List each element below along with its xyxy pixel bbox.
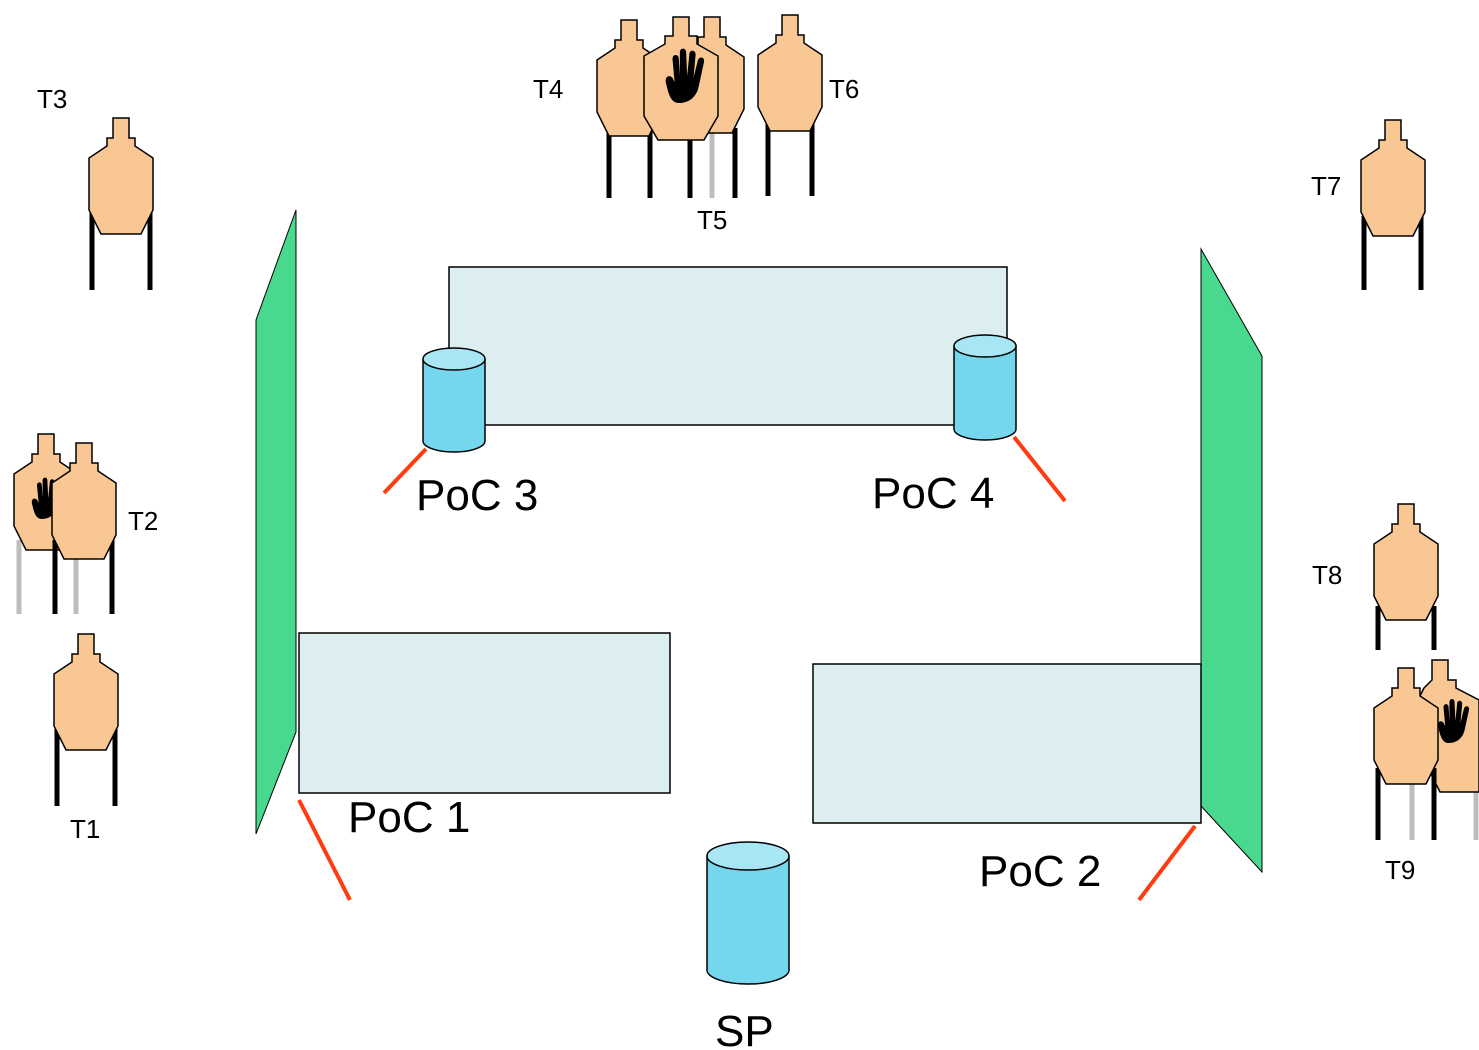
target-t7 xyxy=(1360,119,1426,290)
target-label-t3: T3 xyxy=(37,84,67,114)
target-t3 xyxy=(88,117,154,290)
barrel-start-position xyxy=(706,841,790,985)
target-t9 xyxy=(1373,659,1479,840)
target-label-t6: T6 xyxy=(829,74,859,104)
target-label-t7: T7 xyxy=(1311,171,1341,201)
target-t8 xyxy=(1373,503,1439,650)
fault-line-poc3 xyxy=(382,447,428,495)
left-wall xyxy=(255,209,297,835)
target-t6 xyxy=(757,14,823,196)
target-t4-t5 xyxy=(596,16,745,198)
fault-line-poc4 xyxy=(1012,435,1067,503)
barricade-top xyxy=(448,266,1008,426)
no-shoot-t4 xyxy=(643,16,719,141)
start-position-label: SP xyxy=(715,1007,774,1050)
barricade-left xyxy=(298,632,671,794)
fault-line-poc1 xyxy=(297,799,352,901)
target-label-t1: T1 xyxy=(70,814,100,844)
target-label-t9: T9 xyxy=(1385,855,1415,885)
right-wall xyxy=(1200,247,1263,874)
poc3-label: PoC 3 xyxy=(416,471,538,520)
target-t1 xyxy=(53,633,119,806)
poc1-label: PoC 1 xyxy=(348,793,470,842)
barricade-right xyxy=(812,663,1202,824)
target-label-t4: T4 xyxy=(533,74,563,104)
fault-line-poc2 xyxy=(1137,824,1197,902)
target-label-t8: T8 xyxy=(1312,560,1342,590)
target-t2 xyxy=(13,433,117,614)
target-label-t2: T2 xyxy=(128,506,158,536)
poc4-label: PoC 4 xyxy=(872,469,994,518)
barrel-poc3 xyxy=(422,347,486,453)
target-label-t5: T5 xyxy=(697,205,727,235)
poc2-label: PoC 2 xyxy=(979,847,1101,896)
barrel-poc4 xyxy=(953,334,1017,441)
